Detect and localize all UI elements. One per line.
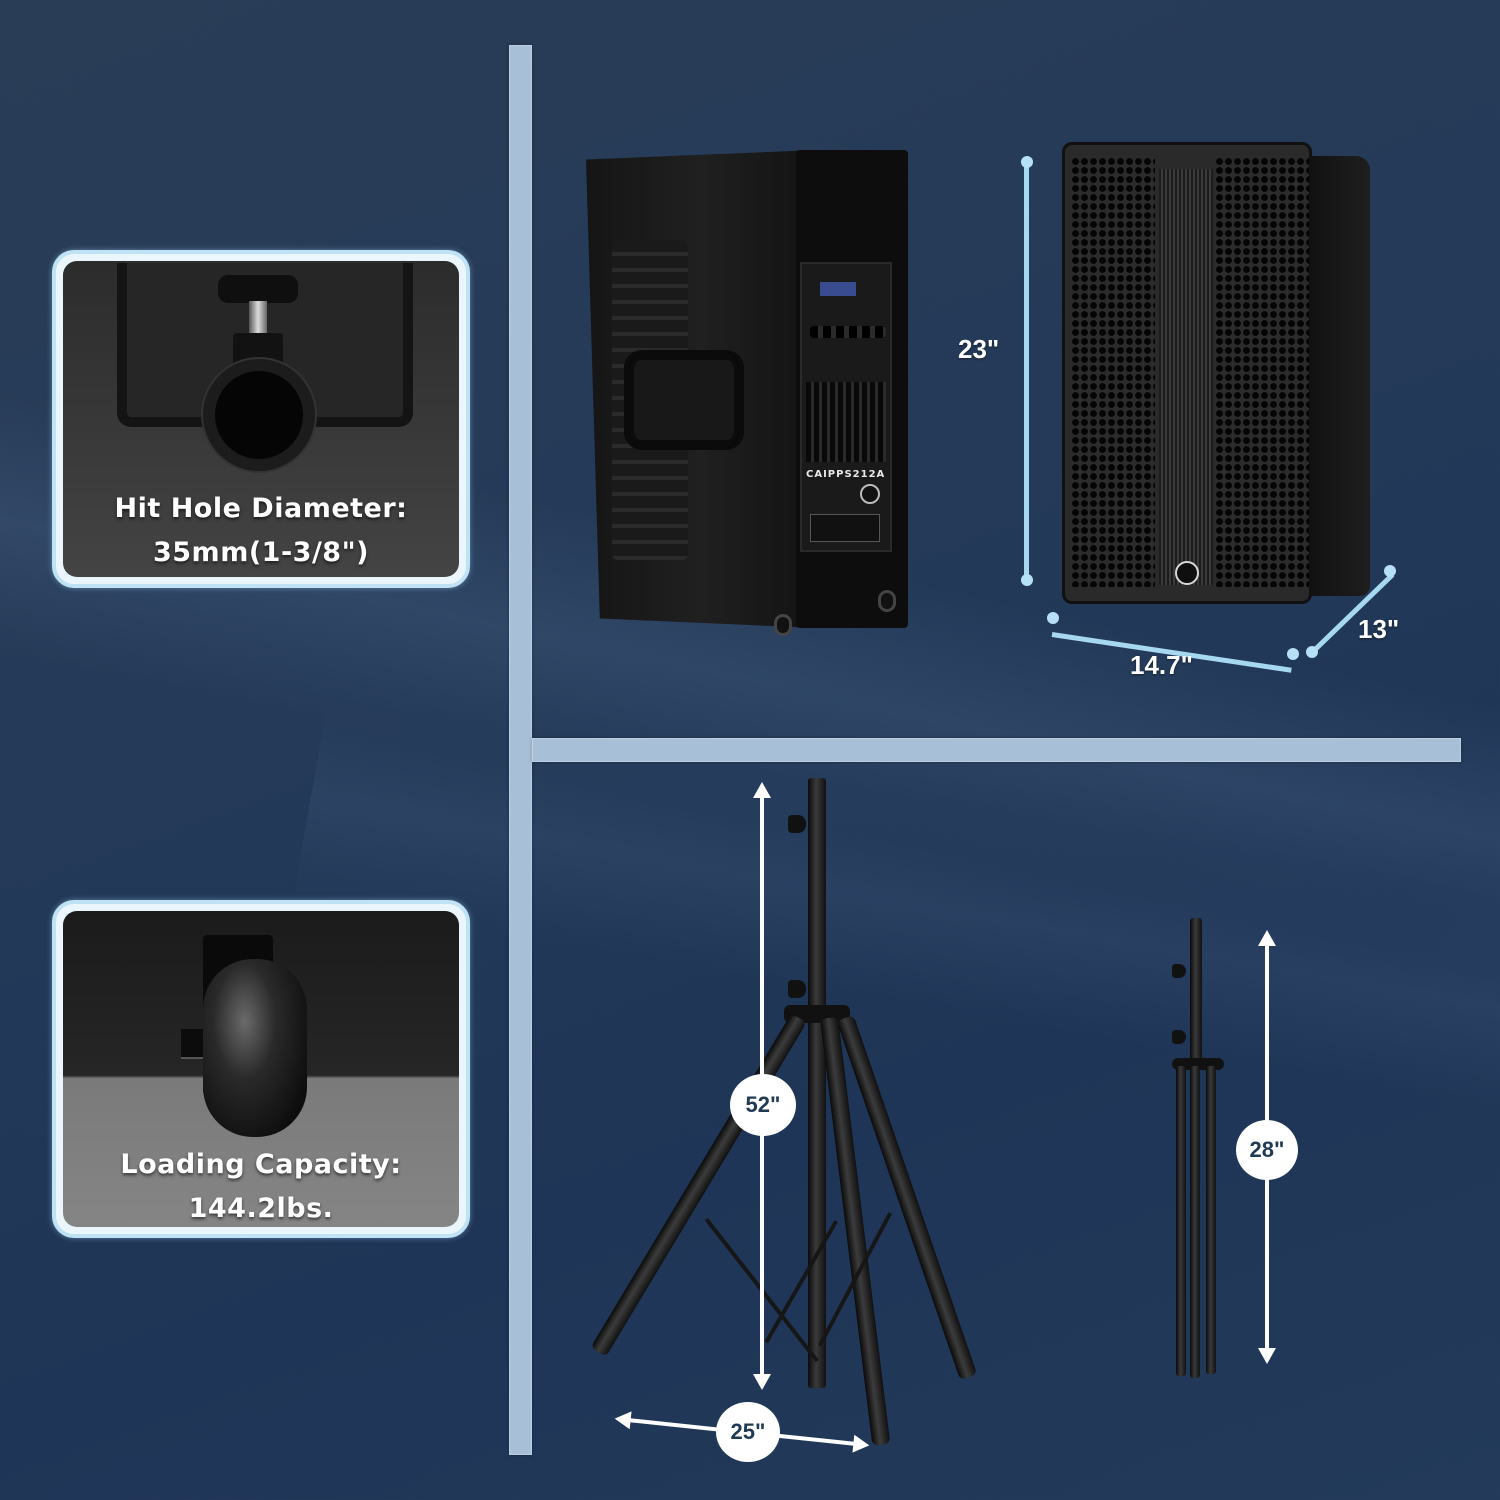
stand-center-pole [808, 778, 826, 1388]
speaker-wheel-icon [878, 590, 896, 612]
horizontal-divider [532, 738, 1461, 762]
background-light-streak [293, 699, 1500, 1141]
speaker-grille-center [1159, 169, 1213, 585]
lcd-display-icon [820, 282, 856, 296]
callout-caption: Loading Capacity: 144.2lbs. [63, 1143, 459, 1227]
callout-hit-hole-diameter: Hit Hole Diameter: 35mm(1-3/8") [52, 250, 470, 588]
callout-value: 35mm(1-3/8") [152, 537, 369, 568]
dimension-endpoint [1047, 612, 1059, 624]
height-dimension-line [1024, 162, 1029, 582]
stand-center-pole [1190, 918, 1202, 1068]
brand-logo-icon [1175, 561, 1199, 585]
speaker-front-view [1062, 142, 1370, 608]
tripod-leg-folded [1206, 1066, 1216, 1374]
pole-socket-ring [203, 359, 315, 471]
speaker-rear-view: CAIPPS212A [586, 150, 908, 648]
height-lock-knob-icon [788, 980, 806, 998]
amplifier-panel: CAIPPS212A [800, 262, 892, 552]
brand-logo-icon [860, 484, 880, 504]
model-number: CAIPPS212A [806, 469, 886, 480]
speaker-grille-right [1215, 157, 1309, 587]
dimension-endpoint [1021, 156, 1033, 168]
bracket-screw [249, 301, 267, 337]
callout-title: Hit Hole Diameter: [114, 493, 408, 524]
callout-caption: Hit Hole Diameter: 35mm(1-3/8") [63, 487, 459, 575]
tripod-leg-folded [1176, 1066, 1186, 1376]
speaker-height-label: 23" [958, 334, 1000, 364]
control-knobs [810, 326, 886, 338]
dimension-endpoint [1021, 574, 1033, 586]
dimension-endpoint [1287, 648, 1299, 660]
heatsink [806, 382, 886, 462]
speaker-width-label: 14.7" [1130, 650, 1193, 680]
speaker-grille-left [1071, 157, 1155, 587]
vertical-divider [509, 45, 532, 1455]
callout-loading-capacity: Loading Capacity: 144.2lbs. [52, 900, 470, 1238]
height-lock-knob-icon [1172, 964, 1186, 978]
caster-wheel-icon [203, 959, 307, 1137]
tripod-leg-folded [1190, 1066, 1200, 1378]
callout-photo-frame: Loading Capacity: 144.2lbs. [63, 911, 459, 1227]
height-lock-knob-icon [1172, 1030, 1186, 1044]
stand-extended-height-label: 52" [730, 1074, 796, 1136]
height-lock-knob-icon [788, 815, 806, 833]
power-sockets [810, 514, 880, 542]
callout-title: Loading Capacity: [120, 1149, 402, 1180]
speaker-cabinet-side [1302, 156, 1370, 596]
speaker-wheel-icon [774, 614, 792, 636]
dimension-endpoint [1384, 565, 1396, 577]
callout-photo-frame: Hit Hole Diameter: 35mm(1-3/8") [63, 261, 459, 577]
speaker-front-face [1062, 142, 1312, 604]
tightening-knob-icon [218, 275, 298, 303]
speaker-depth-label: 13" [1358, 614, 1400, 644]
tripod-brace [764, 1220, 838, 1344]
speaker-side-handle [624, 350, 744, 450]
stand-base-width-label: 25" [716, 1402, 780, 1462]
callout-value: 144.2lbs. [188, 1193, 334, 1224]
stand-folded-height-label: 28" [1236, 1120, 1298, 1180]
dimension-endpoint [1306, 646, 1318, 658]
